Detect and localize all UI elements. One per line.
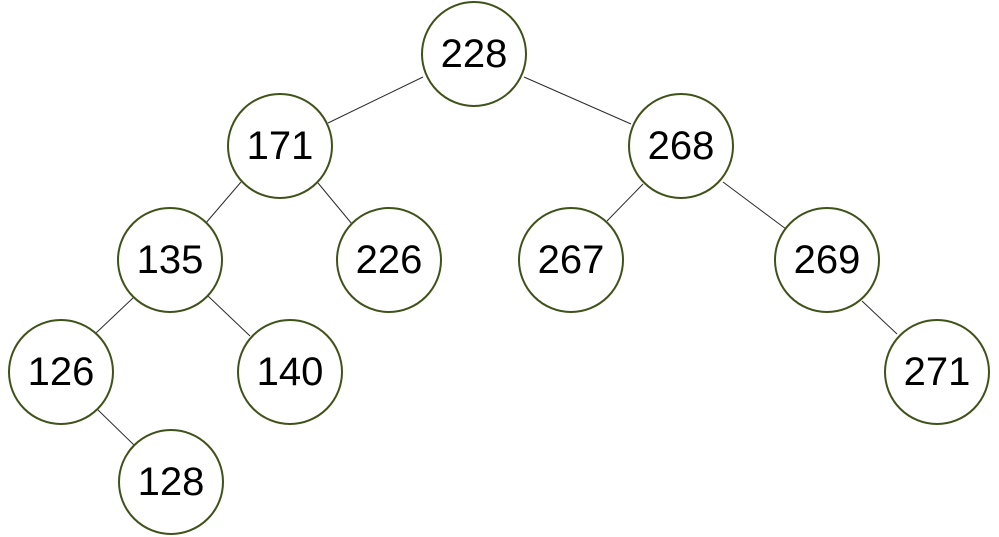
node-label-140: 140 xyxy=(257,350,324,394)
tree-node-140: 140 xyxy=(237,319,343,425)
tree-node-128: 128 xyxy=(118,429,224,535)
edge-228-268 xyxy=(523,76,632,125)
tree-node-269: 269 xyxy=(774,207,880,313)
tree-node-271: 271 xyxy=(884,319,990,425)
edge-171-226 xyxy=(317,182,353,225)
edge-268-269 xyxy=(722,181,787,230)
node-label-269: 269 xyxy=(794,238,861,282)
node-circle-135 xyxy=(117,207,223,313)
edge-171-135 xyxy=(204,181,242,225)
tree-nodes: 228 171 268 135 226 267 269 126 xyxy=(8,1,990,535)
node-circle-128 xyxy=(118,429,224,535)
tree-edges xyxy=(95,76,898,448)
edge-135-140 xyxy=(207,295,251,337)
node-circle-271 xyxy=(884,319,990,425)
tree-node-267: 267 xyxy=(518,207,624,313)
node-label-271: 271 xyxy=(904,350,971,394)
edge-268-267 xyxy=(606,183,644,222)
tree-node-135: 135 xyxy=(117,207,223,313)
tree-node-171: 171 xyxy=(227,93,333,199)
node-circle-126 xyxy=(8,319,114,425)
node-circle-140 xyxy=(237,319,343,425)
node-circle-267 xyxy=(518,207,624,313)
node-circle-171 xyxy=(227,93,333,199)
node-label-126: 126 xyxy=(28,350,95,394)
tree-node-126: 126 xyxy=(8,319,114,425)
node-label-226: 226 xyxy=(356,238,423,282)
node-label-228: 228 xyxy=(441,32,508,76)
node-label-128: 128 xyxy=(138,460,205,504)
edge-135-126 xyxy=(95,296,135,334)
node-circle-268 xyxy=(628,93,734,199)
tree-node-268: 268 xyxy=(628,93,734,199)
node-circle-226 xyxy=(336,207,442,313)
node-label-171: 171 xyxy=(247,124,314,168)
tree-node-228: 228 xyxy=(421,1,527,107)
edge-126-128 xyxy=(96,408,137,448)
node-label-268: 268 xyxy=(648,124,715,168)
node-label-135: 135 xyxy=(137,238,204,282)
node-circle-269 xyxy=(774,207,880,313)
node-label-267: 267 xyxy=(538,238,605,282)
edge-228-171 xyxy=(327,76,424,124)
tree-node-226: 226 xyxy=(336,207,442,313)
node-circle-228 xyxy=(421,1,527,107)
edge-269-271 xyxy=(861,300,898,335)
